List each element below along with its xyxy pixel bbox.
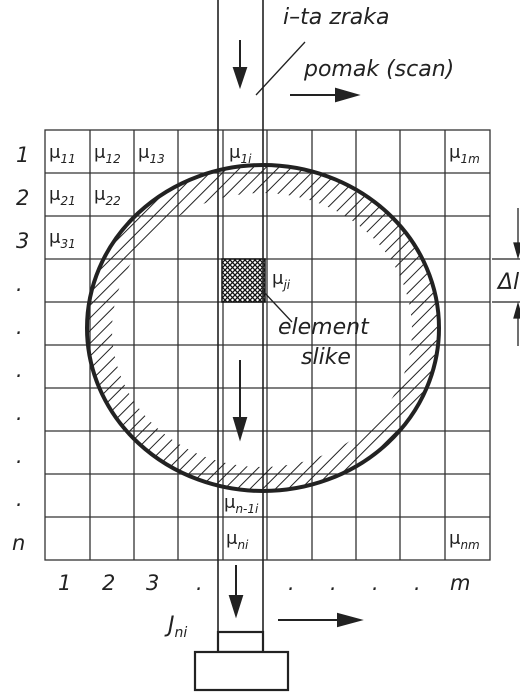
cell-label-mu11: μ11 xyxy=(49,142,76,166)
row-label: . xyxy=(16,401,23,425)
scan-arrow-top-head xyxy=(335,87,361,103)
row-label: 2 xyxy=(16,186,29,210)
column-labels: 1 2 3 . . . . . . m xyxy=(58,571,470,595)
cell-label-munm: μnm xyxy=(449,528,480,552)
column-label: . xyxy=(288,571,295,595)
column-label: 2 xyxy=(102,571,115,595)
row-label: . xyxy=(16,315,23,339)
cell-label-mu1i: μ1i xyxy=(229,142,252,166)
column-label: . xyxy=(196,571,203,595)
detector-collimator xyxy=(216,630,265,654)
detector xyxy=(193,630,290,692)
row-label: . xyxy=(16,358,23,382)
column-label: . xyxy=(372,571,379,595)
row-label: 3 xyxy=(16,229,29,253)
cell-label-muji: μji xyxy=(272,268,291,292)
cell-label-muni: μni xyxy=(226,528,249,552)
column-label: 1 xyxy=(58,571,71,595)
column-label: . xyxy=(330,571,337,595)
scan-arrow-bottom-head xyxy=(337,612,364,628)
ray-arrow-mid-head xyxy=(232,417,248,442)
row-label: 1 xyxy=(16,143,29,167)
row-labels: 1 2 3 . . . . . . n xyxy=(12,143,29,555)
column-label: m xyxy=(450,571,470,595)
scan-label: pomak (scan) xyxy=(303,57,454,82)
ray-arrow-bottom-head xyxy=(228,595,244,619)
arrows xyxy=(228,40,364,628)
cell-label-mu31: μ31 xyxy=(49,227,76,251)
column-label: 3 xyxy=(146,571,159,595)
element-label-pointer xyxy=(261,289,293,323)
detector-body xyxy=(193,650,290,692)
delta-label: Δl xyxy=(496,270,519,295)
cell-label-mu1m: μ1m xyxy=(449,142,480,166)
element-label-line1: element xyxy=(278,315,370,340)
ray-label: i–ta zraka xyxy=(283,5,390,30)
delta-dimension xyxy=(492,208,520,346)
cell-labels: μ11 μ12 μ13 μ1i μ1m μ21 μ22 μ31 μji μn-1… xyxy=(49,142,480,552)
row-label: . xyxy=(16,272,23,296)
cell-label-mu22: μ22 xyxy=(94,184,121,208)
cell-label-mu12: μ12 xyxy=(94,142,121,166)
detector-label: Jni xyxy=(164,613,187,641)
ray-beam xyxy=(217,0,264,632)
row-label: n xyxy=(12,531,25,555)
ray-label-pointer xyxy=(255,41,306,96)
column-label: . xyxy=(414,571,421,595)
ray-arrow-top-head xyxy=(232,67,248,90)
row-label: . xyxy=(16,444,23,468)
element-label-line2: slike xyxy=(301,345,351,370)
row-label: . xyxy=(16,487,23,511)
cell-label-mun1i: μn-1i xyxy=(224,492,259,516)
image-element-cell xyxy=(221,258,266,303)
cell-label-mu21: μ21 xyxy=(49,184,76,208)
cell-label-mu13: μ13 xyxy=(138,142,165,166)
